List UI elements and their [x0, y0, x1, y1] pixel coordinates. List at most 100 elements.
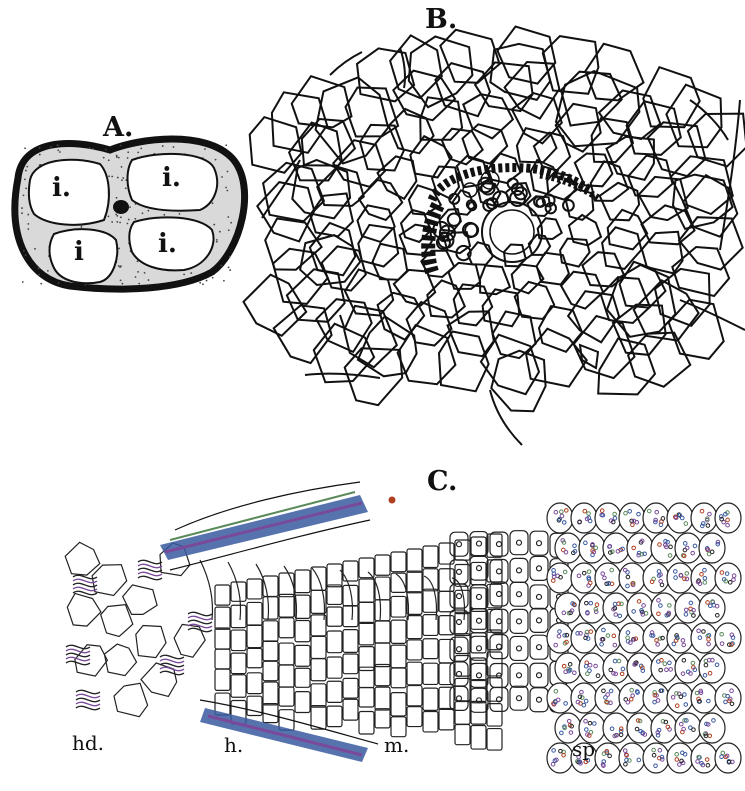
cell-nucleus — [477, 594, 482, 599]
meristem-cell — [375, 555, 390, 575]
meristem-cell — [327, 564, 342, 587]
spore-mother-cell — [675, 713, 701, 743]
meristem-cell — [375, 665, 390, 686]
meristem-cell — [391, 645, 406, 668]
helical-cells — [66, 560, 212, 709]
parenchyma-cell — [273, 249, 328, 304]
elongated-cell-wall — [200, 560, 213, 620]
meristem-cell — [231, 675, 246, 697]
parenchyma-cell — [648, 122, 706, 176]
figure-a: A. i. i. i i. — [15, 112, 245, 289]
helical-thickening — [160, 667, 184, 670]
meristem-cell — [311, 684, 326, 707]
cell-nucleus — [477, 618, 482, 623]
spore-mother-cell — [619, 563, 645, 593]
cell-nucleus — [457, 620, 462, 625]
spore-mother-cell — [699, 713, 725, 743]
spore-mother-cell — [715, 563, 741, 593]
meristem-cell — [487, 678, 502, 701]
epidermal-cell — [104, 644, 136, 676]
meristem-cell — [439, 569, 454, 592]
parenchyma-cell — [448, 311, 494, 356]
helical-thickening — [160, 655, 184, 658]
meristem-cell — [295, 570, 310, 593]
middle-cell — [450, 686, 468, 710]
helical-thickening — [138, 568, 162, 571]
helical-thickening — [160, 659, 184, 662]
parenchyma-cell — [512, 265, 544, 294]
middle-cell — [510, 558, 528, 582]
meristem-cell — [231, 630, 246, 650]
cell-nucleus — [537, 618, 542, 623]
spore-mother-cell — [627, 593, 653, 623]
spore-mother-cell — [651, 593, 677, 623]
meristem-cell — [263, 682, 278, 705]
spore-mother-cell — [571, 503, 597, 533]
epidermal-cell — [75, 645, 108, 676]
meristem-cell — [439, 616, 454, 635]
figure-c: C. hd. h. m. sp — [65, 466, 741, 773]
cell-nucleus — [457, 696, 462, 701]
meristem-cell — [295, 645, 310, 666]
meristem-cell — [215, 585, 230, 605]
meristem-cell — [231, 653, 246, 673]
parenchyma-cell — [561, 272, 603, 309]
spore-mother-cell — [651, 533, 677, 563]
xylem-cell — [448, 213, 460, 225]
cell-nucleus — [477, 673, 482, 678]
meristem-cell — [327, 607, 342, 626]
meristem-cell — [375, 709, 390, 728]
helical-thickening — [138, 560, 162, 563]
meristem-cell — [439, 663, 454, 684]
spore-mother-cell — [603, 593, 629, 623]
spore-mother-cell — [643, 683, 669, 713]
meristem-cell — [487, 729, 502, 751]
spore-mother-cell — [651, 713, 677, 743]
epidermal-cell — [101, 605, 133, 637]
parenchyma-cell — [410, 136, 451, 177]
meristem-cell — [295, 621, 310, 642]
meristem-cell — [247, 602, 262, 625]
parenchyma-cell — [454, 284, 493, 325]
cell-nucleus — [537, 566, 542, 571]
figure-b-label: B. — [425, 4, 457, 35]
meristem-cell — [391, 693, 406, 716]
meristem-cell — [391, 552, 406, 572]
parenchyma-cell — [390, 35, 442, 98]
meristem-cell — [247, 673, 262, 694]
helical-thickening — [76, 706, 100, 709]
spore-mother-cell — [547, 683, 573, 713]
meristem-cell — [375, 600, 390, 621]
epidermal-cell — [65, 542, 100, 575]
large-parenchyma-cell — [358, 316, 417, 376]
meristem-cell — [487, 609, 502, 632]
figure-b: B. — [244, 4, 745, 445]
cell-label: i — [74, 237, 84, 267]
middle-cell — [510, 686, 528, 710]
middle-cell — [530, 688, 548, 712]
meristem-cell — [327, 706, 342, 727]
cell-nucleus — [537, 594, 542, 599]
meristem-cell — [279, 618, 294, 638]
meristem-cell — [487, 704, 502, 726]
meristem-cell — [279, 687, 294, 706]
parenchyma-cell — [481, 335, 539, 395]
meristem-cell — [247, 579, 262, 599]
region-label-m: m. — [384, 733, 409, 757]
middle-cell — [530, 635, 548, 659]
cell-nucleus — [517, 646, 522, 651]
meristem-cell — [215, 607, 230, 629]
middle-cell — [510, 663, 528, 687]
parenchyma-cell — [643, 67, 699, 127]
parenchyma-cell — [539, 306, 582, 352]
cell-nucleus — [537, 697, 542, 702]
spore-mother-cell — [699, 593, 725, 623]
spore-mother-cell — [643, 623, 669, 653]
meristem-cell — [343, 699, 358, 720]
meristem-cell — [407, 662, 422, 685]
middle-cell — [510, 531, 528, 555]
cell-nucleus — [457, 594, 462, 599]
parenchyma-cell — [435, 63, 490, 116]
parenchyma-cell — [679, 217, 743, 269]
